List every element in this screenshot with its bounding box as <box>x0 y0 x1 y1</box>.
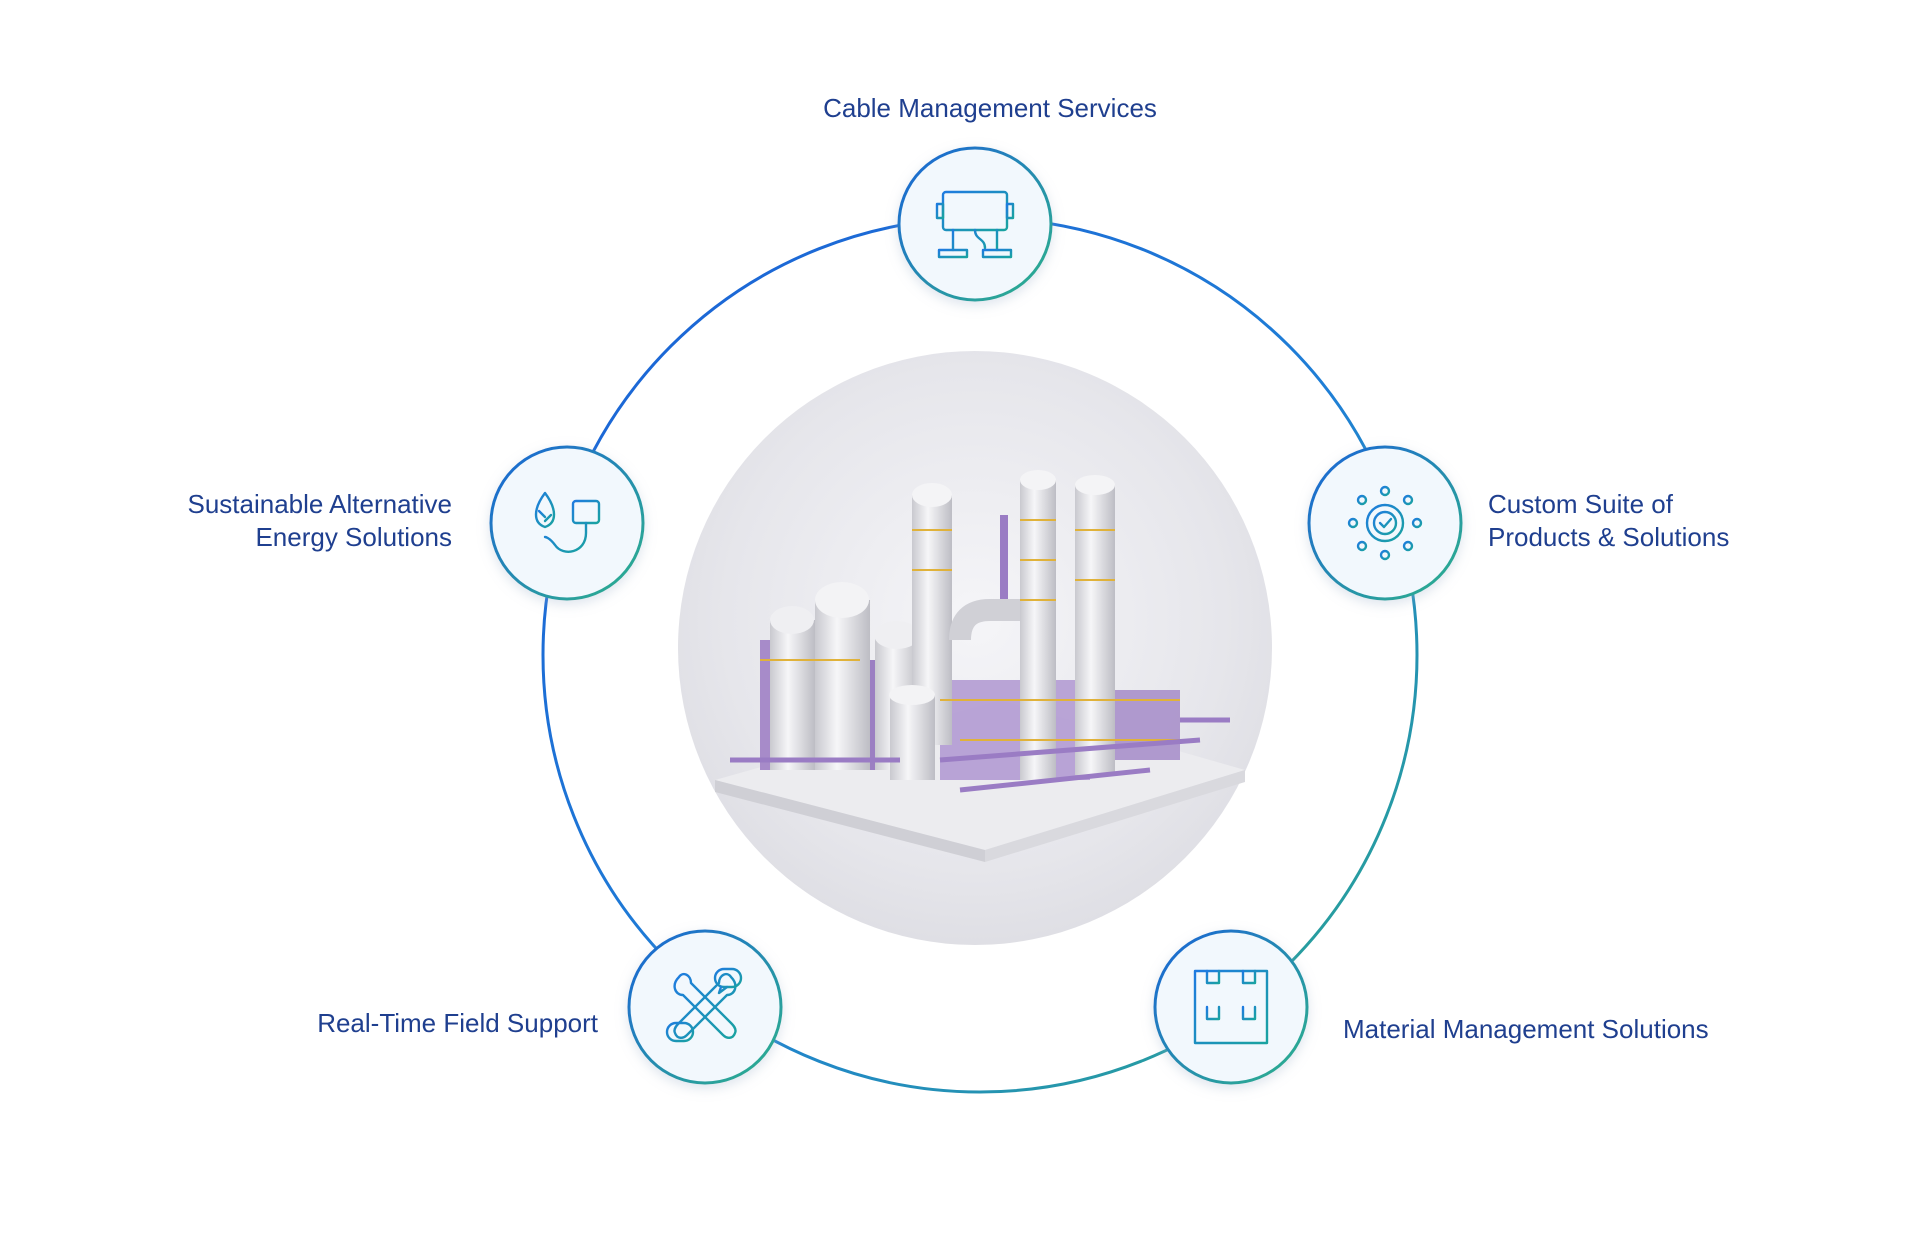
node-cable <box>897 146 1053 302</box>
label-sustainable-energy: Sustainable Alternative Energy Solutions <box>150 488 452 554</box>
label-line: Real-Time Field Support <box>317 1008 598 1038</box>
label-line: Energy Solutions <box>255 522 452 552</box>
boxes-grid-icon <box>1193 969 1269 1045</box>
node-energy <box>489 445 645 601</box>
node-field <box>627 929 783 1085</box>
wrench-chat-icon <box>665 967 743 1043</box>
node-material <box>1153 929 1309 1085</box>
label-field-support: Real-Time Field Support <box>240 1007 598 1040</box>
label-line: Cable Management Services <box>823 93 1157 123</box>
node-custom <box>1307 445 1463 601</box>
label-line: Products & Solutions <box>1488 522 1730 552</box>
label-cable-management: Cable Management Services <box>760 92 1220 125</box>
label-line: Custom Suite of <box>1488 489 1673 519</box>
label-material-management: Material Management Solutions <box>1343 1013 1709 1046</box>
cable-reel-icon <box>935 190 1015 259</box>
label-custom-suite: Custom Suite of Products & Solutions <box>1488 488 1729 554</box>
node-circle <box>627 929 783 1085</box>
node-circle <box>489 445 645 601</box>
node-circle <box>1307 445 1463 601</box>
industrial-plant-illustration <box>678 351 1272 945</box>
gear-check-icon <box>1347 485 1423 561</box>
label-line: Material Management Solutions <box>1343 1014 1709 1044</box>
label-line: Sustainable Alternative <box>187 489 452 519</box>
leaf-plug-icon <box>534 487 601 553</box>
